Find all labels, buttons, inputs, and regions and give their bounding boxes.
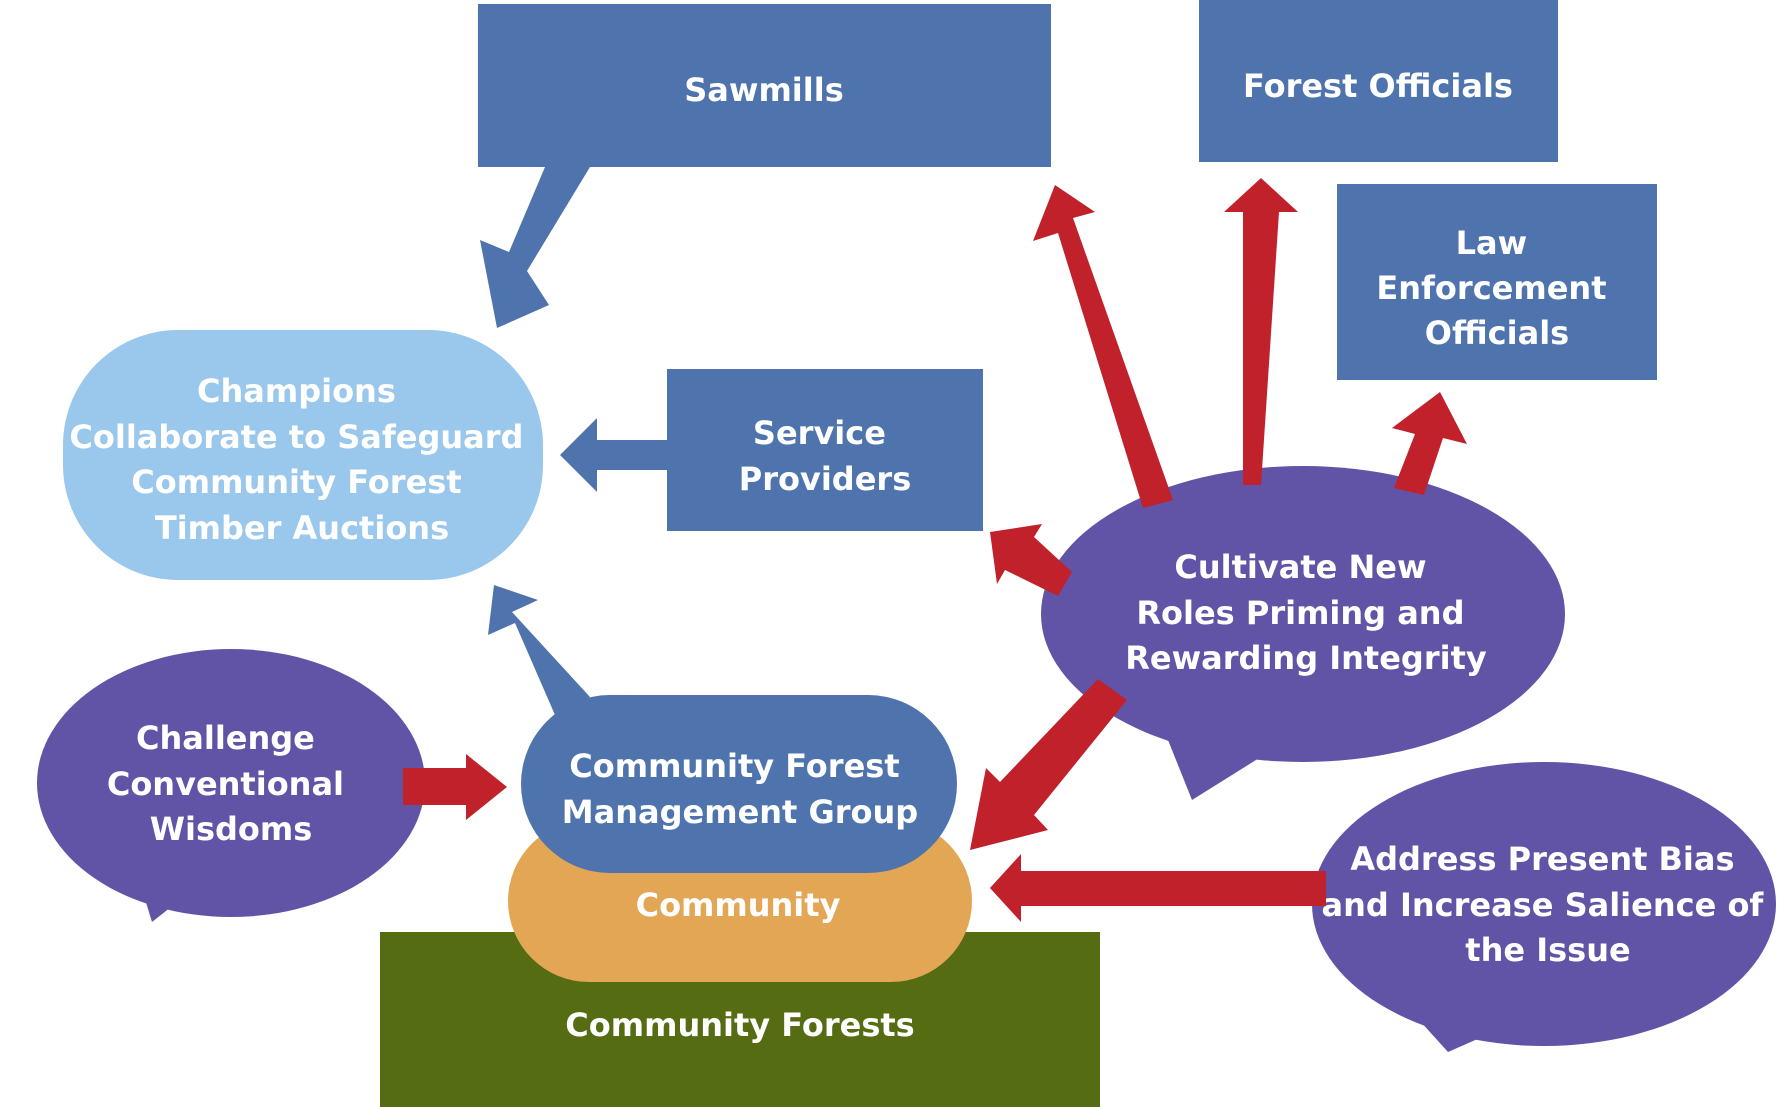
arrow-management-to-champions: [488, 585, 590, 715]
node-service-providers: Service Providers: [667, 369, 983, 531]
address-bias-label-line: the Issue: [1465, 931, 1630, 969]
node-forest-officials: Forest Officials: [1199, 0, 1558, 162]
service-providers-label-line: Service: [753, 414, 886, 452]
community-forests-label-line: Community Forests: [565, 1006, 914, 1044]
cultivate-roles-label-line: Cultivate New: [1174, 548, 1426, 586]
arrow-cultivate-to-forest-officials: [1224, 178, 1298, 485]
service-providers-label-line: Providers: [739, 460, 911, 498]
challenge-wisdoms-bubble-body: [37, 649, 425, 917]
service-providers-label: Service Providers: [739, 414, 911, 498]
node-sawmills: Sawmills: [478, 4, 1051, 167]
arrow-cultivate-to-service: [990, 524, 1072, 596]
law-enforcement-label-line: Enforcement: [1376, 269, 1606, 307]
forest-officials-label: Forest Officials: [1243, 67, 1513, 105]
community-label: Community: [636, 886, 841, 924]
management-group-label: Community Forest Management Group: [562, 747, 918, 831]
challenge-wisdoms-label-line: Conventional: [107, 765, 344, 803]
node-law-enforcement: Law Enforcement Officials: [1337, 184, 1657, 380]
challenge-wisdoms-label: Challenge Conventional Wisdoms: [107, 719, 355, 848]
challenge-wisdoms-label-line: Challenge: [136, 719, 315, 757]
champions-label-line: Timber Auctions: [155, 509, 449, 547]
bubble-cultivate-roles: Cultivate New Roles Priming and Rewardin…: [1041, 466, 1565, 800]
arrow-challenge-to-management: [403, 754, 507, 820]
sawmills-box: [478, 4, 1051, 167]
address-bias-label: Address Present Bias and Increase Salien…: [1322, 840, 1775, 969]
arrow-cultivate-to-law-enforcement: [1392, 392, 1467, 495]
champions-label-line: Community Forest: [131, 463, 461, 501]
address-bias-label-line: and Increase Salience of: [1322, 886, 1765, 924]
cultivate-roles-label-line: Rewarding Integrity: [1125, 639, 1487, 677]
cultivate-roles-label-line: Roles Priming and: [1136, 594, 1464, 632]
arrow-sawmills-to-champions: [480, 167, 590, 328]
management-group-label-line: Community Forest: [569, 747, 899, 785]
bubble-challenge-wisdoms: Challenge Conventional Wisdoms: [37, 649, 425, 922]
service-providers-box: [667, 369, 983, 531]
forest-officials-box: [1199, 0, 1558, 162]
champions-label: Champions Collaborate to Safeguard Commu…: [69, 372, 534, 547]
arrow-address-to-community: [990, 854, 1326, 922]
law-enforcement-label: Law Enforcement Officials: [1376, 224, 1617, 352]
bubble-address-bias: Address Present Bias and Increase Salien…: [1312, 762, 1776, 1052]
arrow-cultivate-to-community: [970, 679, 1127, 850]
node-management-group: Community Forest Management Group: [521, 695, 957, 873]
arrow-cultivate-to-sawmills: [1033, 185, 1173, 508]
law-enforcement-label-line: Law: [1456, 224, 1528, 262]
forest-officials-label-line: Forest Officials: [1243, 67, 1513, 105]
community-forests-label: Community Forests: [565, 1006, 914, 1044]
address-bias-label-line: Address Present Bias: [1350, 840, 1734, 878]
champions-label-line: Champions: [197, 372, 396, 410]
law-enforcement-label-line: Officials: [1425, 314, 1569, 352]
law-enforcement-box: [1337, 184, 1657, 380]
champions-label-line: Collaborate to Safeguard: [69, 418, 523, 456]
community-label-line: Community: [636, 886, 841, 924]
management-group-box: [521, 695, 957, 873]
sawmills-label: Sawmills: [684, 71, 844, 109]
sawmills-label-line: Sawmills: [684, 71, 844, 109]
challenge-wisdoms-label-line: Wisdoms: [150, 810, 313, 848]
arrows: [403, 167, 1467, 922]
cultivate-roles-label: Cultivate New Roles Priming and Rewardin…: [1125, 548, 1487, 677]
arrow-service-to-champions: [560, 418, 667, 492]
address-bias-bubble-body: [1312, 762, 1776, 1046]
management-group-label-line: Management Group: [562, 793, 918, 831]
champions-box: [63, 330, 543, 580]
cultivate-roles-bubble-body: [1041, 466, 1565, 762]
node-champions: Champions Collaborate to Safeguard Commu…: [63, 330, 543, 580]
